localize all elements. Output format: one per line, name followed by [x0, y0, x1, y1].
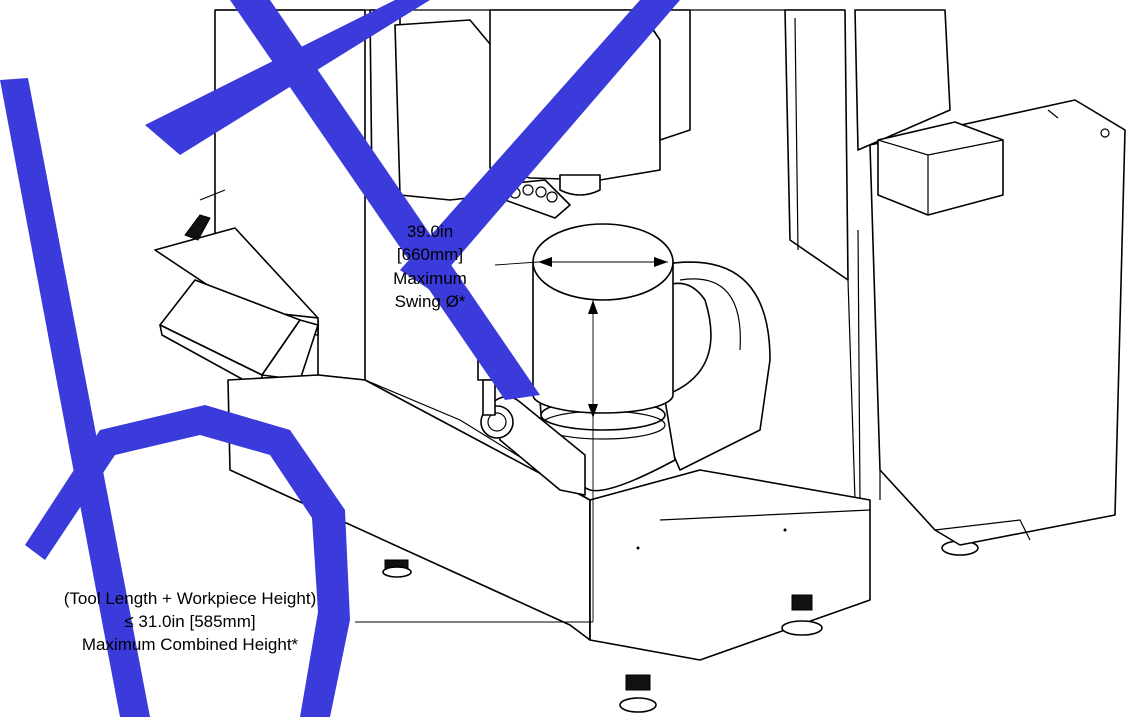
height-label-line3: Maximum Combined Height*	[82, 635, 299, 654]
height-callout: (Tool Length + Workpiece Height) ≤ 31.0i…	[64, 589, 316, 654]
dimension-lines	[355, 257, 668, 623]
right-cabinet	[854, 9, 1126, 546]
swing-label-line2: Swing Ø*	[395, 292, 466, 311]
swing-value-in: 39.0in	[407, 222, 453, 241]
height-label-line2: ≤ 31.0in [585mm]	[124, 612, 255, 631]
machine-base	[227, 374, 979, 713]
draft-watermark	[0, 0, 680, 717]
rotary-table	[477, 261, 771, 496]
swing-value-mm: [660mm]	[397, 245, 463, 264]
swing-label-line1: Maximum	[393, 269, 467, 288]
workpiece-envelope	[532, 223, 674, 414]
height-label-line1: (Tool Length + Workpiece Height)	[64, 589, 316, 608]
swing-callout: 39.0in [660mm] Maximum Swing Ø*	[393, 222, 467, 311]
side-tray	[154, 189, 319, 391]
